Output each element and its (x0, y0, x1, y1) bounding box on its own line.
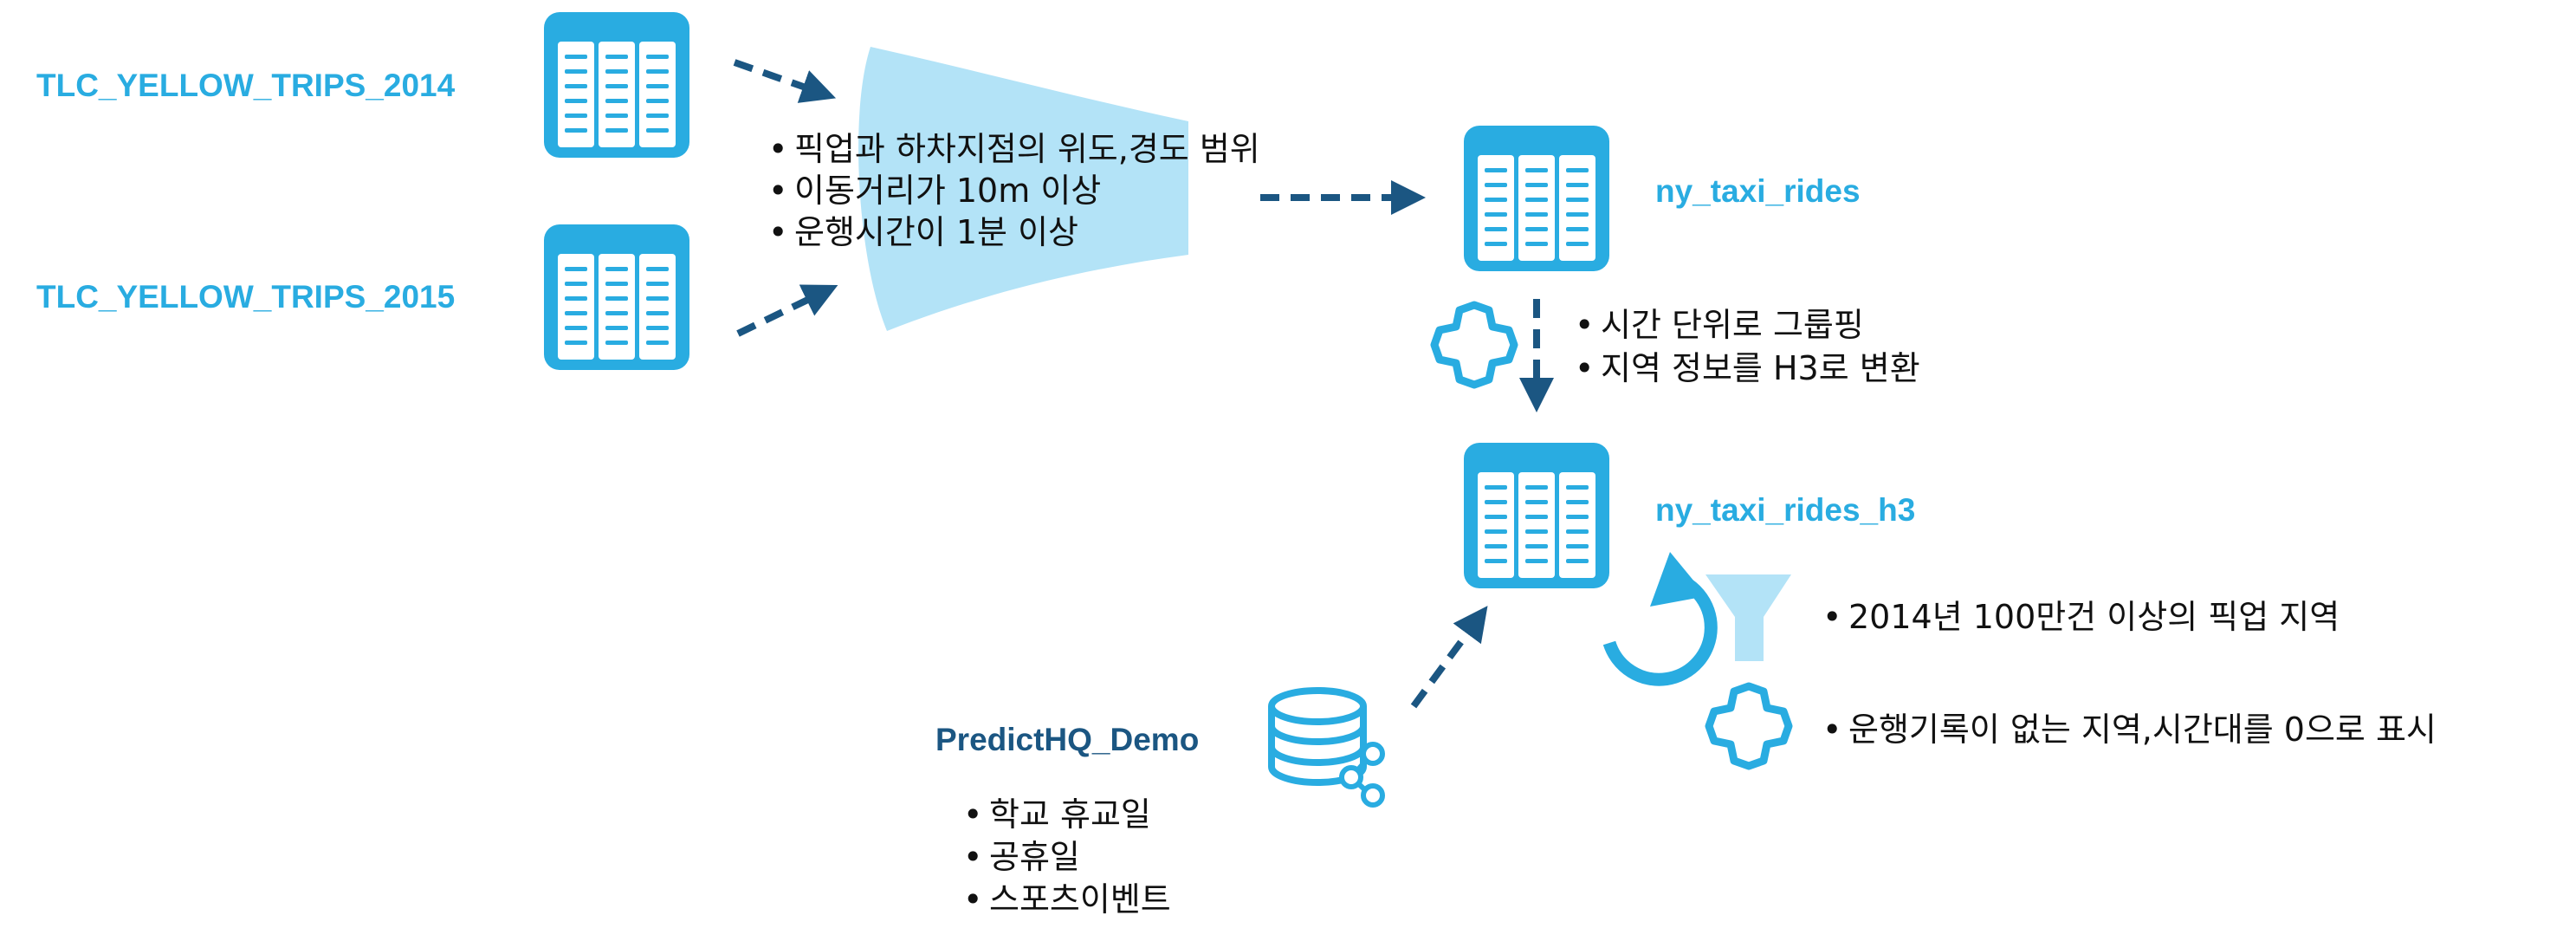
external-data-item: 공휴일 (963, 836, 1171, 879)
filter-condition-item: 운행시간이 1분 이상 (768, 211, 1260, 253)
external-data-item: 스포츠이벤트 (963, 879, 1171, 921)
table-label-rides-h3: ny_taxi_rides_h3 (1655, 492, 1916, 528)
table-label-rides: ny_taxi_rides (1655, 173, 1861, 209)
fill-zero-gear-icon (1709, 686, 1789, 766)
transform-step-item: 지역 정보를 H3로 변환 (1575, 347, 1920, 390)
arrow-2015-to-filter (736, 284, 838, 337)
tlc-2015-table-icon (544, 224, 689, 370)
post-transform-item: 운행기록이 없는 지역,시간대를 0으로 표시 (1822, 709, 2437, 750)
post-filter-note: 2014년 100만건 이상의 픽업 지역 (1822, 596, 2340, 638)
transform-step-item: 시간 단위로 그룹핑 (1575, 303, 1920, 347)
transform-step-list: 시간 단위로 그룹핑 지역 정보를 H3로 변환 (1575, 303, 1920, 390)
filter-condition-item: 이동거리가 10m 이상 (768, 170, 1260, 211)
source-label-2014: TLC_YELLOW_TRIPS_2014 (36, 68, 456, 103)
transform-gear-icon (1434, 305, 1514, 385)
arrow-2014-to-filter (733, 59, 837, 103)
filter-condition-list: 픽업과 하차지점의 위도,경도 범위 이동거리가 10m 이상 운행시간이 1분… (768, 128, 1260, 253)
ny-taxi-rides-h3-table-icon (1464, 443, 1609, 588)
arrow-predicthq-to-h3 (1410, 606, 1488, 709)
small-funnel-icon (1705, 574, 1791, 661)
external-data-list: 학교 휴교일 공휴일 스포츠이벤트 (963, 794, 1171, 921)
tlc-2014-table-icon (544, 12, 689, 158)
post-filter-item: 2014년 100만건 이상의 픽업 지역 (1822, 596, 2340, 638)
filter-condition-item: 픽업과 하차지점의 위도,경도 범위 (768, 128, 1260, 170)
predicthq-label: PredictHQ_Demo (935, 722, 1200, 757)
refresh-icon (1602, 552, 1718, 686)
post-transform-note: 운행기록이 없는 지역,시간대를 0으로 표시 (1822, 709, 2437, 750)
external-data-item: 학교 휴교일 (963, 794, 1171, 836)
database-share-icon (1268, 687, 1385, 808)
source-label-2015: TLC_YELLOW_TRIPS_2015 (36, 279, 456, 315)
ny-taxi-rides-table-icon (1464, 126, 1609, 271)
